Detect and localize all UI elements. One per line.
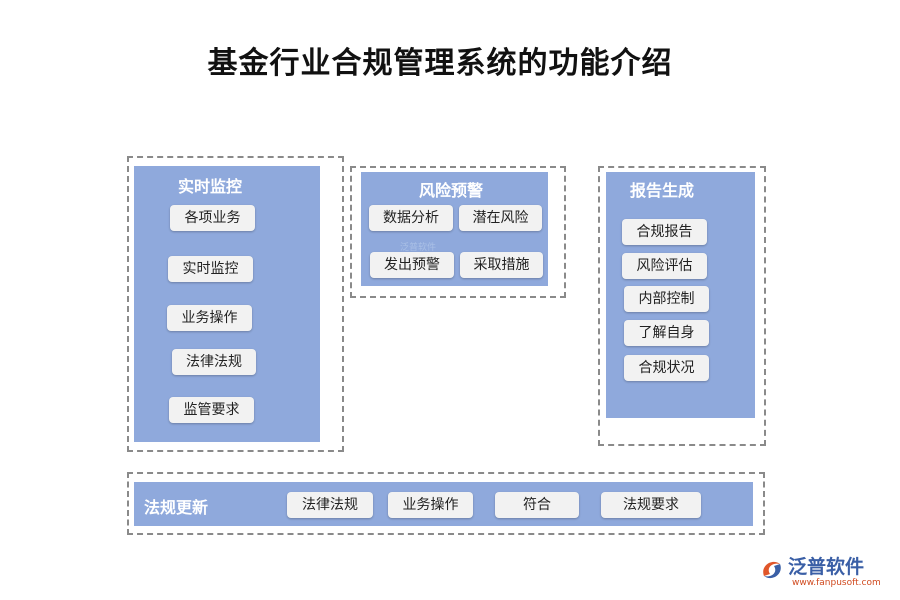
brand-url: www.fanpusoft.com bbox=[792, 578, 881, 588]
update-title: 法规更新 bbox=[144, 498, 209, 517]
risk-item-2: 潜在风险 bbox=[459, 205, 542, 231]
realtime-item-3: 业务操作 bbox=[167, 305, 252, 331]
update-item-1: 法律法规 bbox=[287, 492, 373, 518]
realtime-item-4: 法律法规 bbox=[172, 349, 256, 375]
realtime-item-2: 实时监控 bbox=[168, 256, 253, 282]
report-section-frame bbox=[598, 166, 766, 446]
update-item-2: 业务操作 bbox=[388, 492, 473, 518]
page-title: 基金行业合规管理系统的功能介绍 bbox=[207, 46, 673, 81]
realtime-item-5: 监管要求 bbox=[169, 397, 254, 423]
update-item-4: 法规要求 bbox=[601, 492, 701, 518]
report-item-2: 风险评估 bbox=[622, 253, 707, 279]
realtime-title: 实时监控 bbox=[178, 177, 243, 196]
brand-name: 泛普软件 bbox=[788, 556, 865, 578]
update-item-3: 符合 bbox=[495, 492, 579, 518]
risk-section-frame bbox=[350, 166, 566, 298]
report-item-4: 了解自身 bbox=[624, 320, 709, 346]
realtime-section-frame bbox=[127, 156, 344, 452]
watermark-text: 泛普软件 bbox=[400, 243, 437, 253]
report-item-3: 内部控制 bbox=[624, 286, 709, 312]
brand-swirl-icon bbox=[763, 561, 781, 579]
report-title: 报告生成 bbox=[630, 181, 695, 200]
brand-logo: 泛普软件 www.fanpusoft.com bbox=[758, 552, 888, 592]
report-item-1: 合规报告 bbox=[622, 219, 707, 245]
risk-item-3: 发出预警 bbox=[370, 252, 454, 278]
report-item-5: 合规状况 bbox=[624, 355, 709, 381]
risk-item-4: 采取措施 bbox=[460, 252, 543, 278]
update-section-frame bbox=[127, 472, 765, 535]
realtime-item-1: 各项业务 bbox=[170, 205, 255, 231]
risk-title: 风险预警 bbox=[419, 181, 484, 200]
risk-item-1: 数据分析 bbox=[369, 205, 453, 231]
